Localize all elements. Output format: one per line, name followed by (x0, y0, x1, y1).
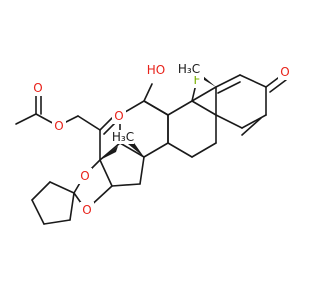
bond (241, 114, 267, 129)
bond (15, 113, 37, 125)
bond-double (217, 81, 241, 94)
bond (215, 74, 241, 88)
ring-oxygen-upper-label: O (80, 169, 89, 183)
methyl-c13-label: H₃C (112, 130, 134, 144)
bond (139, 156, 145, 185)
bond-oh (143, 83, 153, 102)
fluorine-label: F (194, 73, 201, 87)
bond (49, 181, 75, 194)
ring-d (99, 142, 145, 187)
bond (215, 114, 243, 129)
bond (191, 100, 217, 116)
bond (143, 100, 169, 116)
bond (99, 159, 113, 187)
bond (167, 142, 193, 158)
bond (191, 142, 217, 158)
ketone-oxygen-label: O (114, 109, 123, 123)
acetyl-oxygen-label: O (33, 81, 42, 95)
cyclopentane-ring (31, 181, 75, 225)
bond (43, 219, 71, 225)
keto-oxygen-label: O (280, 65, 289, 79)
atom-labels: O F HO H₃C H₃C O O O O O (31, 62, 292, 218)
ring-c (119, 100, 169, 158)
methyl-c10-label: H₃C (178, 62, 200, 76)
ring-oxygen-lower-label: O (82, 203, 91, 217)
ring-b (167, 86, 217, 158)
bond (239, 74, 267, 88)
bond (31, 199, 45, 225)
molecule-diagram: O F HO H₃C H₃C O O O O O (15, 62, 292, 225)
structure-svg: O F HO H₃C H₃C O O O O O (15, 62, 292, 225)
bond (69, 192, 75, 221)
wedge-bond (100, 146, 118, 160)
bond (31, 181, 51, 201)
ring-a (215, 74, 287, 136)
wedge-methyl-c13 (128, 140, 144, 157)
bond (191, 86, 217, 102)
ester-oxygen-label: O (54, 119, 63, 133)
bond-double (241, 117, 262, 136)
bond-ketone (99, 117, 113, 131)
hydroxyl-label: HO (147, 63, 165, 77)
bond (167, 100, 193, 116)
bond (111, 183, 141, 187)
bond (119, 142, 145, 158)
side-chain (15, 91, 118, 161)
bond (99, 142, 121, 161)
bond (77, 115, 101, 131)
bond (143, 142, 169, 158)
bond-keto-double (269, 79, 287, 93)
